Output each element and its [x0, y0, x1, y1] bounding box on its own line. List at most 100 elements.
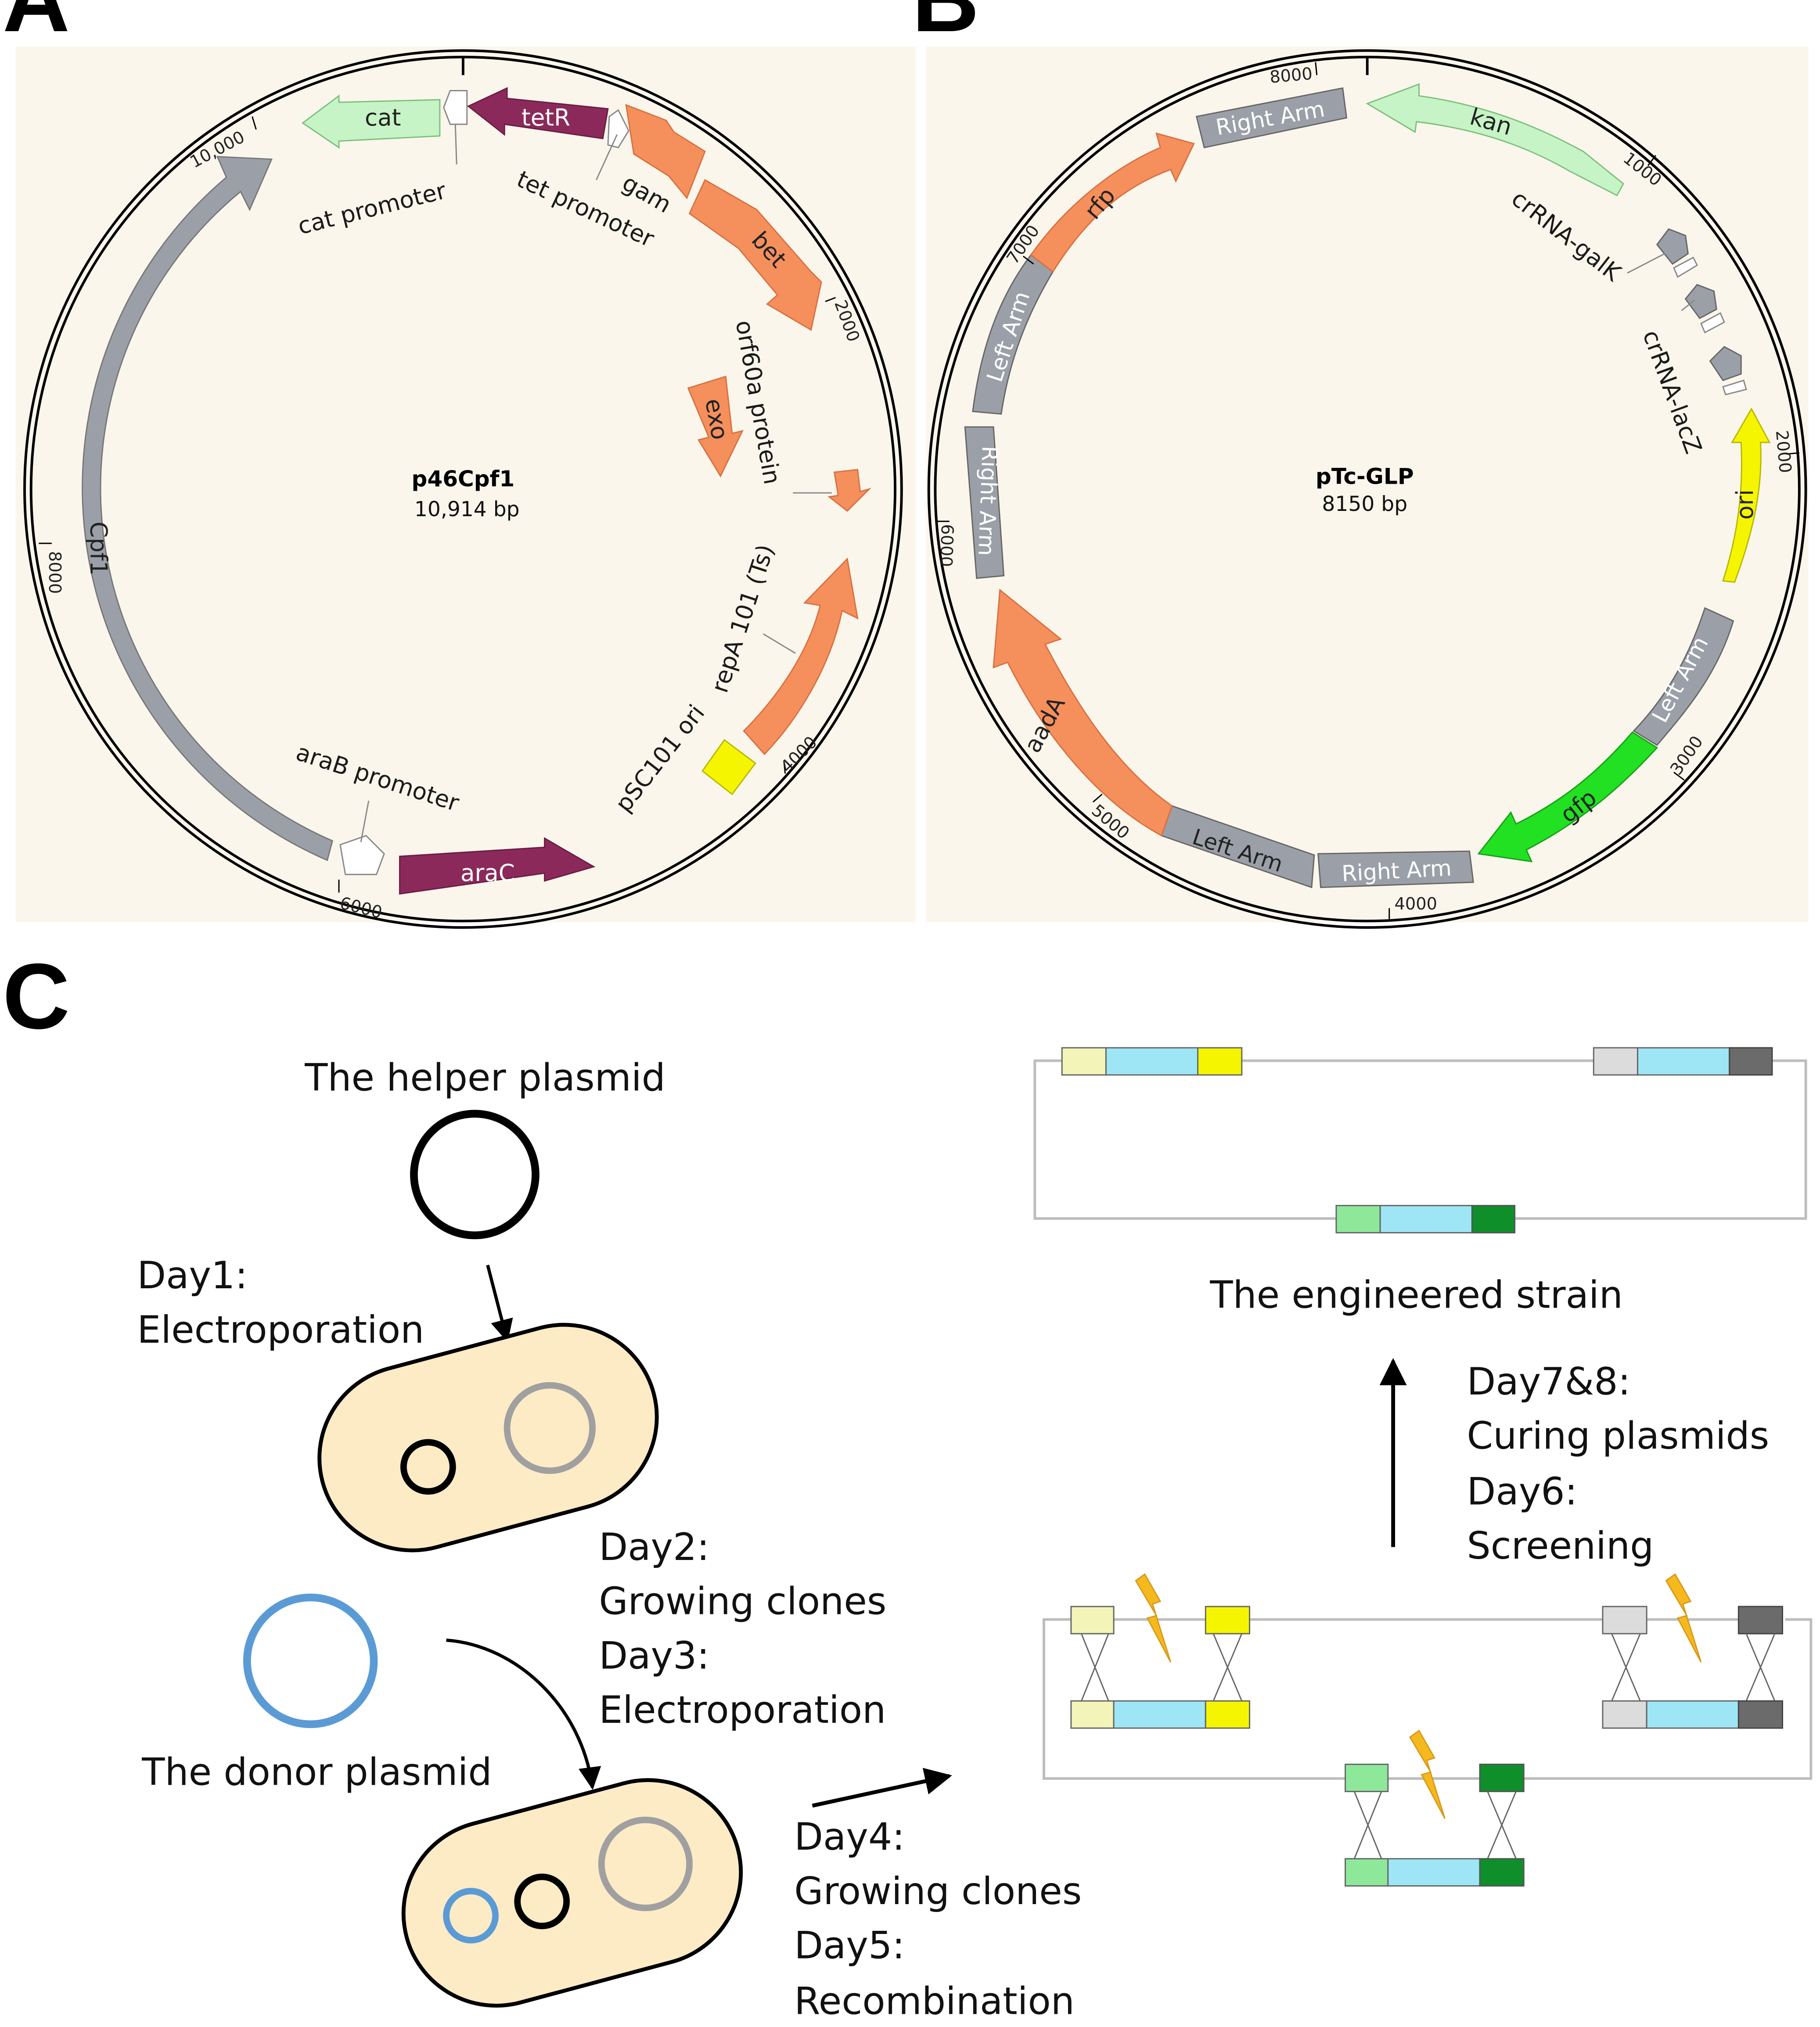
day78-label: Day7&8: — [1467, 1360, 1631, 1404]
ptc-glp-name: pTc-GLP — [1316, 464, 1414, 489]
integrated-arm-left — [1335, 1205, 1381, 1233]
lightning-bolt-icon — [1665, 1573, 1702, 1663]
tick-8000-a: 8000 — [45, 551, 65, 594]
gam-feature — [625, 104, 706, 199]
ptc-glp-size: 8150 bp — [1322, 492, 1407, 516]
panel-b: B kan ori Left Arm gfp Right Arm Left Ar… — [912, 0, 1809, 929]
helper-plasmid-in-cell-2 — [514, 1873, 570, 1930]
left-arm-b1-feature — [1633, 607, 1734, 746]
gfp-feature — [1477, 731, 1658, 863]
arac-label: araC — [460, 859, 515, 887]
genome-in-cell-2 — [598, 1816, 693, 1912]
tet-promoter-leader — [596, 134, 618, 180]
crossover-line — [1611, 1633, 1641, 1701]
integrated-insert — [1105, 1047, 1199, 1076]
helper-plasmid-label: The helper plasmid — [304, 1056, 665, 1100]
tick-mark — [1092, 794, 1103, 803]
helper-plasmid — [410, 1110, 540, 1240]
homology-arm-left — [1070, 1606, 1115, 1635]
arrow-icon — [486, 1265, 513, 1343]
crrna-galk-feature — [1656, 228, 1747, 395]
tetR-feature — [467, 87, 609, 140]
homology-arm-left — [1602, 1606, 1647, 1635]
tet-promoter-feature — [607, 109, 629, 148]
homology-arm-right — [1737, 1606, 1784, 1635]
kan-feature — [1366, 83, 1624, 197]
panel-c: C The helper plasmid Day1: Electroporati… — [3, 944, 1813, 2023]
engineered-genome — [1033, 1047, 1807, 1233]
chromosome-line — [1514, 1059, 1807, 1220]
panel-b-background — [926, 47, 1809, 923]
repa-feature — [743, 557, 859, 755]
day4-label: Day4: — [794, 1815, 905, 1859]
day3-label: Day3: — [599, 1635, 709, 1678]
cpf1-label: Cpf1 — [85, 521, 112, 575]
day5-label: Day5: — [794, 1924, 905, 1968]
right-arm-b1-feature — [1317, 850, 1474, 888]
panel-c-letter: C — [3, 944, 70, 1048]
integrated-insert — [1379, 1205, 1473, 1233]
tick-2000-b: 2000 — [1772, 429, 1795, 474]
panel-a-letter: A — [3, 0, 70, 51]
chromosome-line — [1033, 1059, 1336, 1220]
cat-promoter-leader — [454, 124, 457, 165]
right-arm-b3-feature — [1195, 87, 1348, 148]
p46cpf1-name: p46Cpf1 — [412, 466, 515, 492]
tick-mark — [1315, 62, 1318, 75]
ori-feature — [1722, 407, 1771, 583]
tick-mark — [252, 116, 257, 130]
crossover-line — [1487, 1791, 1517, 1859]
cat-label: cat — [365, 104, 401, 131]
integrated-arm-right — [1197, 1047, 1243, 1076]
homology-arm-right — [1479, 1764, 1525, 1792]
cat-feature — [301, 94, 441, 149]
cpf1-feature — [82, 156, 334, 861]
tick-mark — [1022, 255, 1034, 265]
donor-arm-left — [1602, 1700, 1647, 1729]
aada-feature — [993, 589, 1173, 837]
day6-label: Day6: — [1467, 1470, 1578, 1513]
donor-arm-right — [1205, 1700, 1250, 1729]
integrated-insert — [1637, 1047, 1730, 1076]
ori-label: ori — [1731, 489, 1759, 520]
day5-action: Recombination — [794, 1980, 1075, 2023]
crossover-line — [1745, 1633, 1776, 1701]
exo-feature — [687, 375, 744, 478]
cell-1 — [317, 1323, 659, 1553]
tick-mark — [825, 297, 836, 302]
tick-mark — [1673, 772, 1685, 781]
day2-action: Growing clones — [599, 1580, 886, 1624]
right-arm-b2-label: Right Arm — [973, 446, 1003, 556]
day1-label: Day1: — [137, 1254, 248, 1297]
integrated-arm-left — [1061, 1047, 1107, 1076]
arab-promoter-leader — [360, 800, 370, 842]
integrated-arm-right — [1471, 1205, 1516, 1233]
integrated-arm-left — [1593, 1047, 1638, 1076]
donor-insert — [1646, 1700, 1739, 1729]
crrna-galk-leader — [1627, 253, 1665, 274]
crrna-lacz-leader — [1681, 299, 1695, 311]
orf60a-feature — [827, 469, 872, 512]
day4-action: Growing clones — [794, 1870, 1082, 1913]
p46cpf1-size: 10,914 bp — [414, 497, 520, 521]
lightning-bolt-icon — [1409, 1729, 1446, 1819]
day3-action: Electroporation — [599, 1689, 886, 1732]
engineered-strain-label: The engineered strain — [1209, 1273, 1623, 1317]
donor-arm-right — [1737, 1700, 1784, 1729]
panel-a-background — [15, 47, 916, 923]
donor-arm-left — [1070, 1700, 1115, 1729]
donor-plasmid-label: The donor plasmid — [141, 1751, 492, 1794]
tick-4000-b: 4000 — [1395, 894, 1437, 914]
tick-6000-b: 6000 — [936, 524, 957, 567]
repa-leader — [763, 633, 796, 654]
tick-8000-b: 8000 — [1269, 64, 1313, 87]
crossover-line — [1212, 1633, 1243, 1701]
crossover-line — [1081, 1633, 1109, 1701]
tick-mark — [1647, 155, 1656, 166]
day2-label: Day2: — [599, 1526, 709, 1569]
cat-promoter-feature — [443, 90, 468, 125]
integrated-arm-right — [1729, 1047, 1773, 1076]
tick-mark — [783, 760, 786, 774]
rfp-feature — [1030, 132, 1195, 273]
